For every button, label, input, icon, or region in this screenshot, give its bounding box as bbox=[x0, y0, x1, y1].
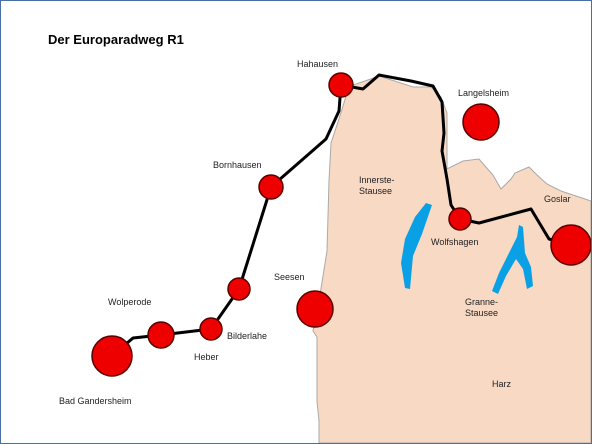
label-harz: Harz bbox=[492, 379, 512, 389]
town-marker-hahausen bbox=[328, 72, 354, 98]
label-goslar: Goslar bbox=[544, 194, 571, 204]
town-marker-wolfshagen bbox=[448, 207, 472, 231]
label-wolperode: Wolperode bbox=[108, 297, 152, 307]
town-marker-seesen bbox=[296, 290, 334, 328]
label-seesen: Seesen bbox=[274, 272, 305, 282]
label-bilderlahe: Bilderlahe bbox=[227, 331, 268, 341]
town-markers bbox=[91, 72, 591, 377]
town-marker-bornhausen bbox=[258, 174, 284, 200]
label-heber: Heber bbox=[194, 352, 219, 362]
town-marker-goslar bbox=[550, 224, 591, 266]
town-marker-langelsheim bbox=[462, 103, 500, 141]
label-bad-gandersheim: Bad Gandersheim bbox=[59, 396, 132, 406]
town-marker-bad-gandersheim bbox=[91, 335, 133, 377]
town-marker-heber bbox=[199, 317, 223, 341]
innerste-reservoir bbox=[401, 203, 432, 289]
label-innerste-stausee: Innerste- Stausee bbox=[359, 175, 395, 196]
label-langelsheim: Langelsheim bbox=[458, 88, 510, 98]
label-hahausen: Hahausen bbox=[297, 59, 339, 69]
label-bornhausen: Bornhausen bbox=[213, 160, 262, 170]
label-wolfshagen: Wolfshagen bbox=[431, 237, 479, 247]
label-granne-stausee: Granne- Stausee bbox=[465, 297, 499, 318]
map-title: Der Europaradweg R1 bbox=[48, 32, 184, 47]
granne-reservoir bbox=[492, 225, 533, 294]
town-marker-wolperode bbox=[147, 321, 175, 349]
town-marker-bilderlahe bbox=[227, 277, 251, 301]
harz-region bbox=[312, 75, 591, 443]
